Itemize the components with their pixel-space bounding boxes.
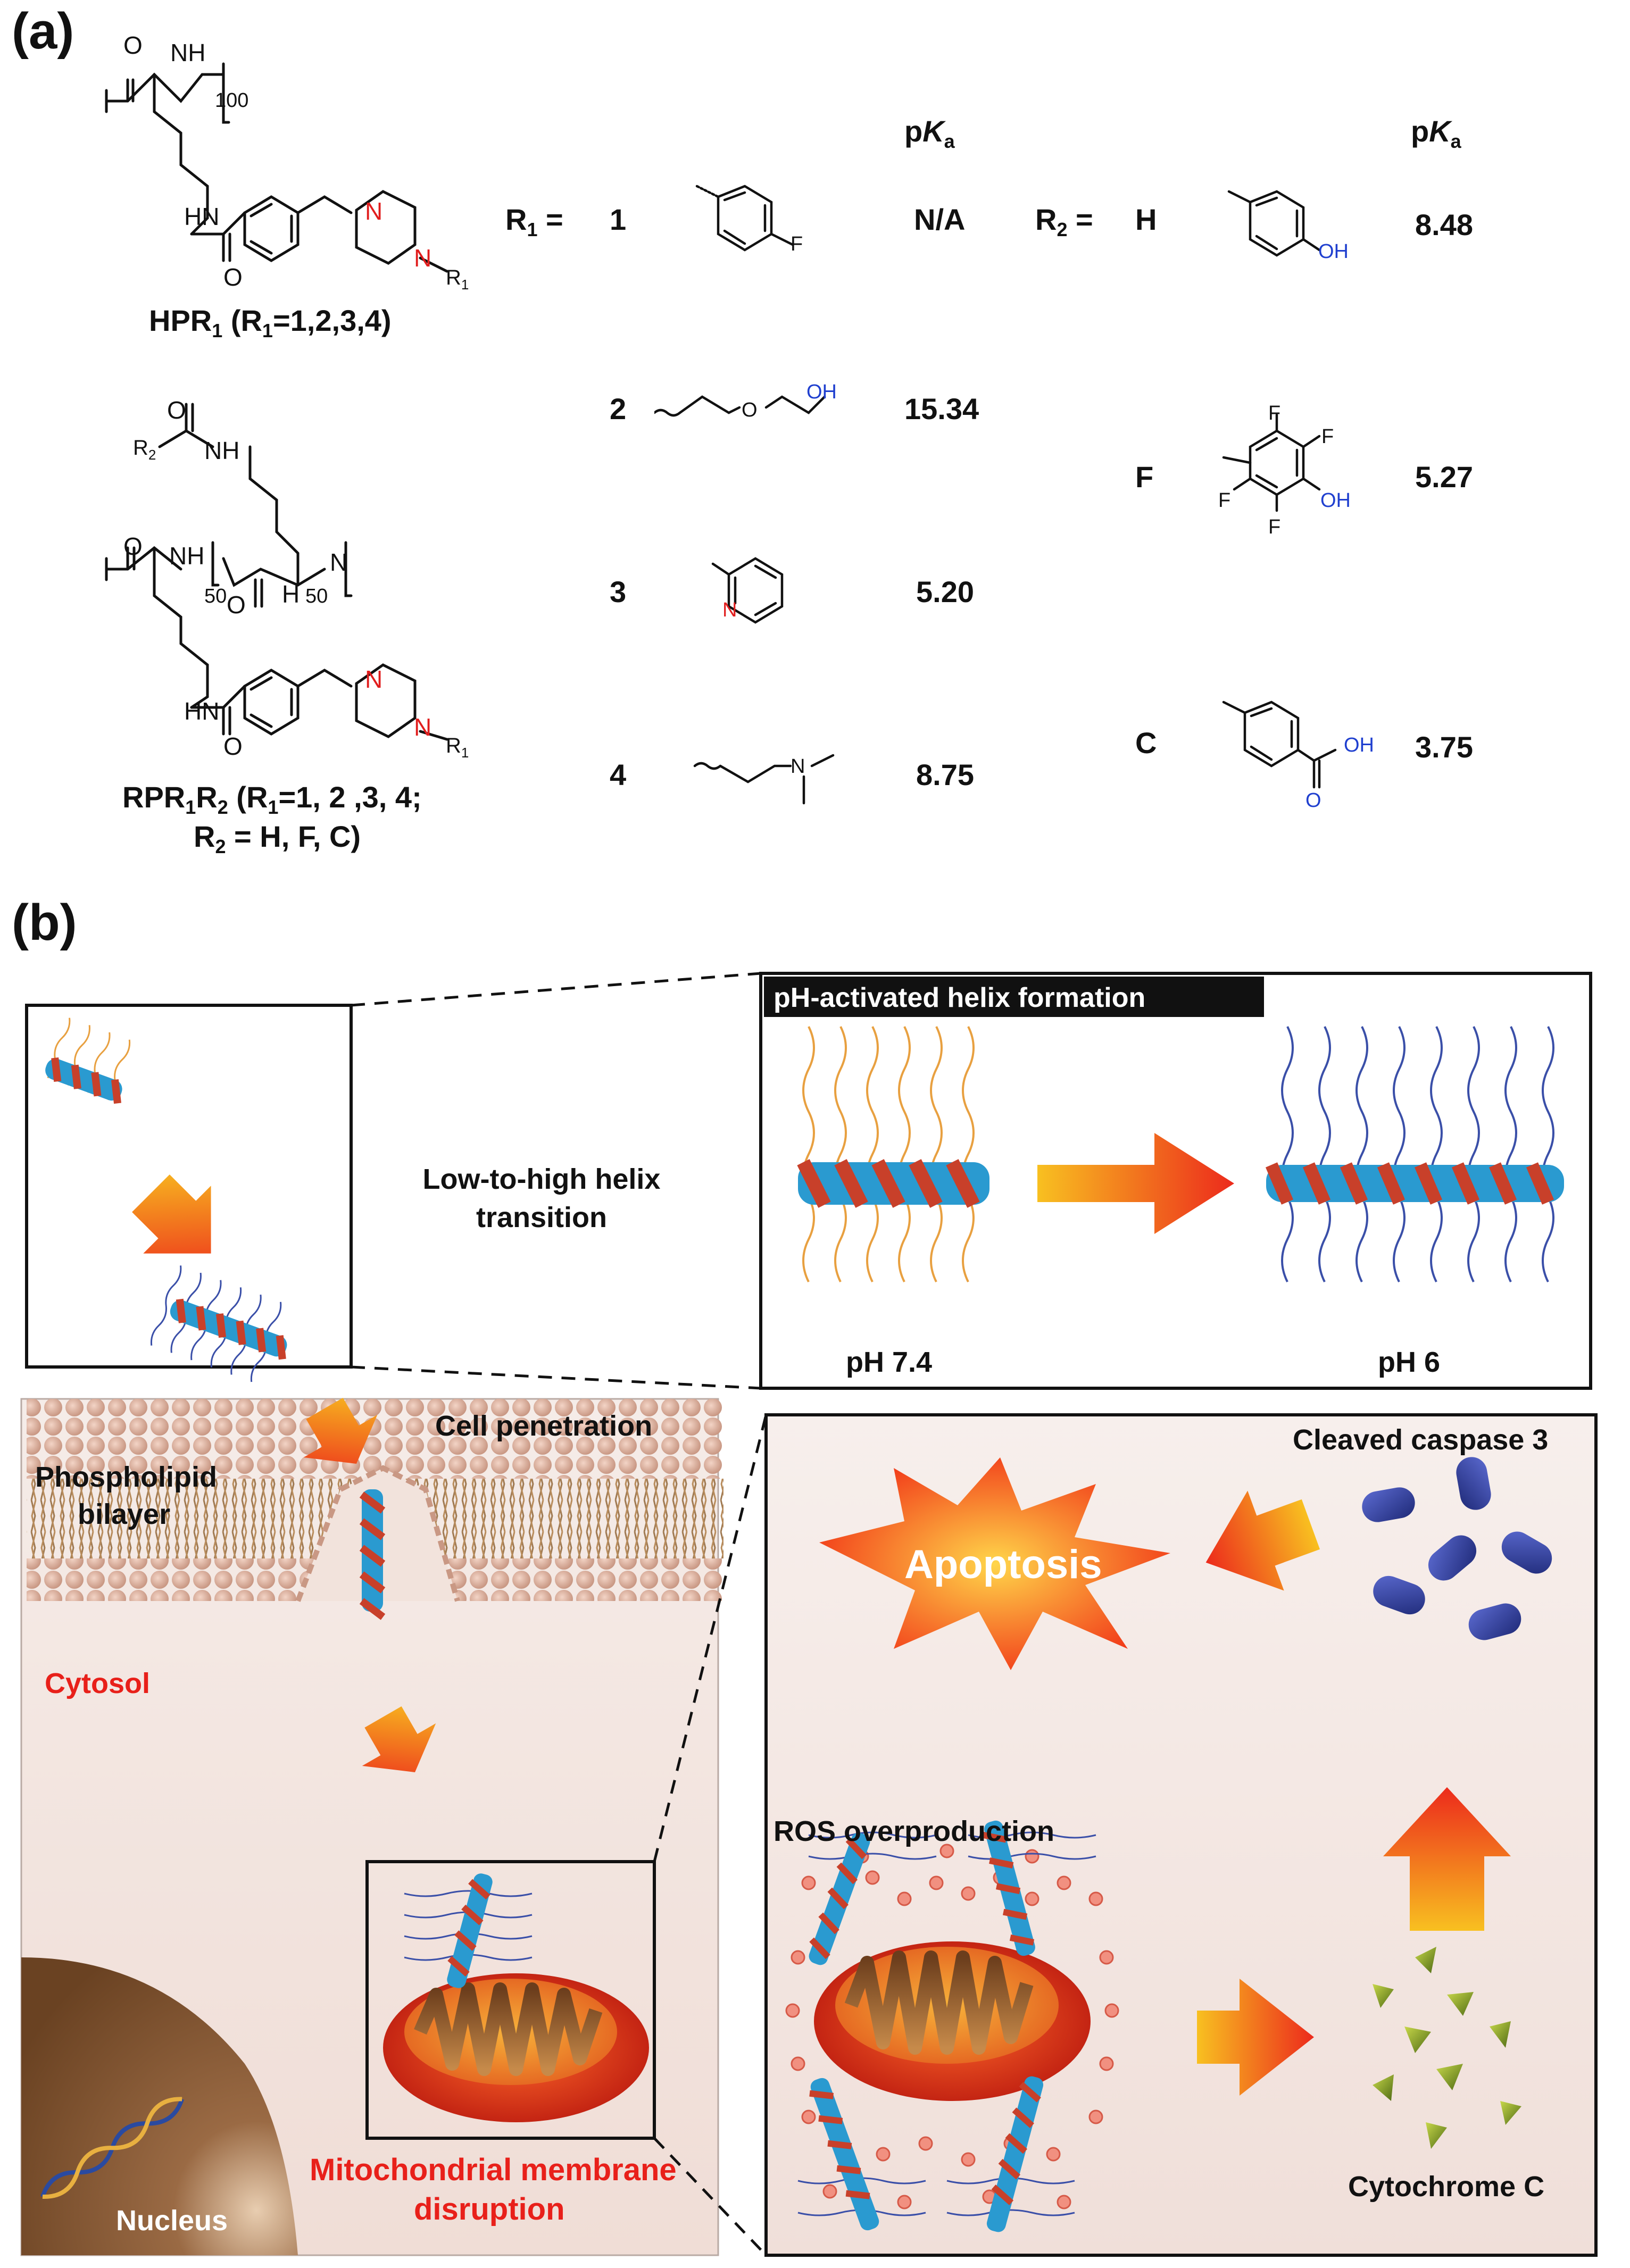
r2-pka-f: 5.27 xyxy=(1415,460,1473,494)
rpr-r2: R2 xyxy=(133,436,156,463)
mito-small xyxy=(383,1873,649,2122)
r2-structure-f xyxy=(1222,413,1321,512)
rpr-r1: R1 xyxy=(446,734,469,761)
phospholipid-label-1: Phospholipid xyxy=(35,1461,217,1493)
panel-b-label: (b) xyxy=(12,894,77,951)
rpr-backbone-o: O xyxy=(123,532,143,560)
r1-structure-1 xyxy=(695,185,794,252)
r2-structure-c-o: O xyxy=(1305,789,1321,812)
hpr-carbonyl-o: O xyxy=(123,31,143,59)
pore-helix xyxy=(359,1489,386,1620)
r2-id-h: H xyxy=(1135,203,1157,236)
caspase-label: Cleaved caspase 3 xyxy=(1293,1424,1549,1456)
r1-id-3: 3 xyxy=(610,575,627,608)
rpr-pip-n2: N xyxy=(414,713,432,741)
apoptosis-label: Apoptosis xyxy=(904,1542,1102,1587)
caspase-capsules xyxy=(1362,1457,1552,1640)
r2-structure-f-f2: F xyxy=(1321,426,1334,448)
r1-id-1: 1 xyxy=(610,203,627,236)
nucleus-label: Nucleus xyxy=(116,2205,228,2237)
panel-a-label: (a) xyxy=(12,3,74,60)
rpr-backbone-h: H xyxy=(282,580,300,608)
cytochrome-label: Cytochrome C xyxy=(1348,2171,1545,2203)
hpr-structure xyxy=(105,62,448,273)
r1-prefix: R1 = xyxy=(505,203,563,241)
r1-pka-1: N/A xyxy=(914,203,966,236)
rpr-backbone-nh-left: NH xyxy=(169,542,205,570)
r2-structure-h-oh: OH xyxy=(1318,240,1349,263)
rpr-pip-n1: N xyxy=(365,665,383,693)
helix-box-title: pH-activated helix formation xyxy=(774,982,1146,1013)
r1-structure-1-f: F xyxy=(791,233,803,255)
r1-id-4: 4 xyxy=(610,758,627,791)
hpr-backbone-nh: NH xyxy=(170,39,206,66)
r1-structure-3 xyxy=(711,557,784,624)
helix-ph74 xyxy=(797,1026,989,1282)
rpr-r2-o: O xyxy=(167,396,186,424)
r2-pka-header: pKa xyxy=(1411,114,1461,153)
rpr-backbone-o2: O xyxy=(227,591,246,619)
r2-prefix: R2 = xyxy=(1035,203,1093,241)
r2-id-f: F xyxy=(1135,460,1154,494)
ph-left-label: pH 7.4 xyxy=(846,1346,933,1378)
r1-structure-2 xyxy=(654,395,826,417)
r2-structure-f-oh: OH xyxy=(1320,489,1351,512)
r1-pka-4: 8.75 xyxy=(916,758,974,791)
rpr-repeat-right: 50 xyxy=(305,585,328,607)
transition-text-2: transition xyxy=(476,1202,607,1233)
hpr-caption: HPR1 (R1=1,2,3,4) xyxy=(149,304,392,342)
rpr-caption-1: RPR1R2 (R1=1, 2 ,3, 4; xyxy=(122,780,422,819)
mito-disruption-label-1: Mitochondrial membrane xyxy=(310,2153,677,2187)
rpr-side-nh: NH xyxy=(204,437,240,464)
rpr-caption-2: R2 = H, F, C) xyxy=(194,820,361,858)
hpr-repeat: 100 xyxy=(215,89,249,112)
cell-penetration-label: Cell penetration xyxy=(435,1410,653,1442)
hpr-r1: R1 xyxy=(446,266,469,293)
hpr-amide-o: O xyxy=(223,263,243,291)
r2-pka-h: 8.48 xyxy=(1415,208,1473,241)
r2-structure-f-f3: F xyxy=(1218,489,1231,512)
cytosol-label: Cytosol xyxy=(45,1667,151,1699)
cytochrome-triangles xyxy=(1373,1947,1521,2149)
mito-disruption-label-2: disruption xyxy=(414,2192,565,2227)
r2-structure-f-f4: F xyxy=(1268,516,1281,538)
r1-structure-4 xyxy=(693,754,835,805)
rpr-amide-o: O xyxy=(223,732,243,760)
r1-structure-2-oh: OH xyxy=(806,381,837,403)
r2-structure-h xyxy=(1227,190,1321,257)
rpr-backbone-nh-right: N xyxy=(330,548,348,576)
phospholipid-label-2: bilayer xyxy=(78,1498,171,1530)
r1-pka-2: 15.34 xyxy=(904,392,979,426)
panel-b-illustration xyxy=(20,972,1598,2257)
r1-pka-3: 5.20 xyxy=(916,575,974,608)
hpr-amide-hn: HN xyxy=(184,203,220,230)
transition-text-1: Low-to-high helix xyxy=(422,1163,661,1195)
r2-structure-f-f1: F xyxy=(1268,402,1281,424)
r2-structure-c-oh: OH xyxy=(1344,734,1374,756)
r2-structure-c xyxy=(1222,701,1337,789)
r1-structure-2-o: O xyxy=(742,399,758,421)
rpr-amide-hn: HN xyxy=(184,697,220,725)
r1-id-2: 2 xyxy=(610,392,627,426)
mito-ros xyxy=(785,1820,1119,2232)
r2-id-c: C xyxy=(1135,726,1157,760)
r2-pka-c: 3.75 xyxy=(1415,730,1473,764)
ph-right-label: pH 6 xyxy=(1378,1346,1441,1378)
r1-pka-header: pKa xyxy=(904,114,955,153)
r1-structure-4-n: N xyxy=(791,755,805,778)
ros-label: ROS overproduction xyxy=(774,1815,1055,1847)
hpr-pip-n1: N xyxy=(365,197,383,225)
helix-ph6 xyxy=(1265,1026,1564,1282)
hpr-pip-n2: N xyxy=(414,244,432,272)
rpr-repeat-left: 50 xyxy=(204,585,227,607)
r1-structure-3-n: N xyxy=(722,599,737,621)
rpr-structure xyxy=(105,403,448,741)
